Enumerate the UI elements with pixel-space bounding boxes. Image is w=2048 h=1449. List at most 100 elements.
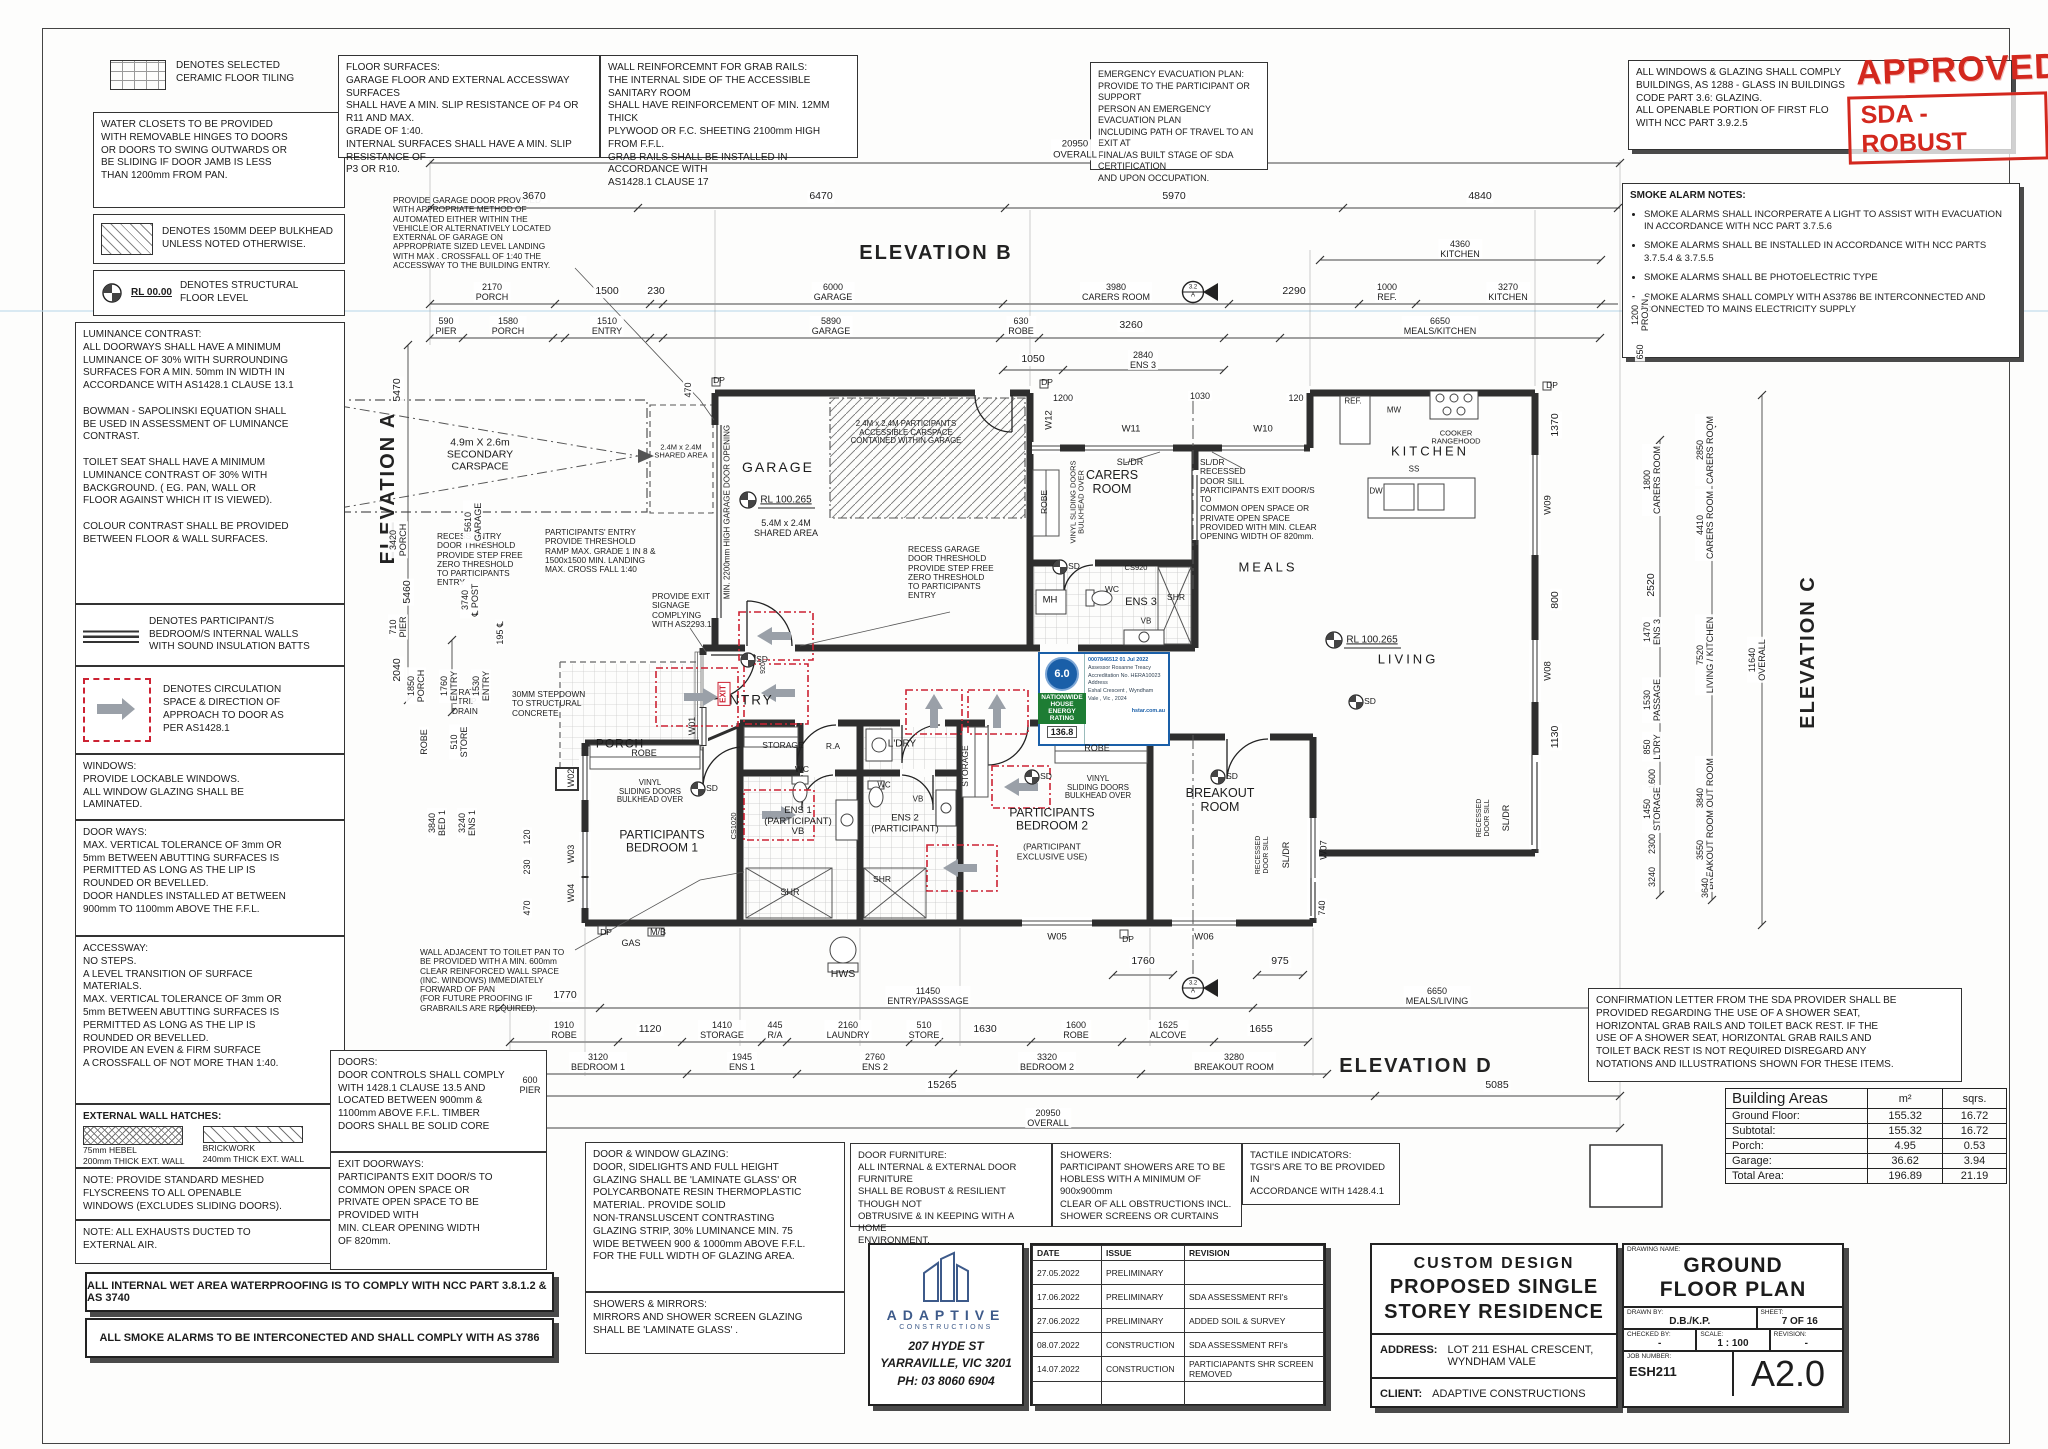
dim: 1050: [1019, 353, 1047, 366]
energy-value: 136.8: [1046, 725, 1078, 738]
dim: 3240 ENS 1: [456, 807, 478, 839]
fixture: VB: [1140, 616, 1152, 626]
dim: 5890 GARAGE: [809, 315, 853, 337]
legend-rl: RL 00.00 DENOTES STRUCTURAL FLOOR LEVEL: [93, 270, 345, 316]
revision-cell: [1184, 1381, 1324, 1406]
drawing-name-label: DRAWING NAME:: [1627, 1246, 1681, 1253]
drawing-name: GROUND FLOOR PLAN: [1659, 1254, 1807, 1302]
smoke-note-item: SMOKE ALARMS SHALL COMPLY WITH AS3786 BE…: [1644, 292, 2012, 317]
fixture: VB: [912, 794, 924, 804]
revision-cell: ADDED SOIL & SURVEY: [1184, 1308, 1324, 1333]
company-subname: CONSTRUCTIONS: [899, 1324, 993, 1331]
note-door-furniture: DOOR FURNITURE: ALL INTERNAL & EXTERNAL …: [850, 1143, 1052, 1246]
dim: 3120 BEDROOM 1: [568, 1051, 628, 1073]
window-label: W02: [565, 768, 576, 788]
dim: 2760 ENS 2: [859, 1051, 891, 1073]
checked-by: -: [1657, 1338, 1662, 1350]
fixture: REF.: [1344, 396, 1362, 406]
note-accessway: ACCESSWAY: NO STEPS. A LEVEL TRANSITION …: [75, 936, 345, 1104]
energy-address: Address Eshal Crescent , Wyndham Vale , …: [1088, 680, 1154, 703]
window-label: W06: [1194, 931, 1214, 943]
dim: ROBE: [418, 727, 430, 757]
dim: 195 ℄: [494, 619, 506, 647]
dim: 11640 OVERALL: [1746, 637, 1768, 683]
fixture: SHR: [780, 886, 800, 897]
fixture: ROBE: [1084, 742, 1110, 753]
section-marker-label: A: [1190, 988, 1196, 995]
smoke-note-item: SMOKE ALARMS SHALL INCORPERATE A LIGHT T…: [1644, 209, 2012, 234]
dim: 1200 PROJ'N: [1629, 296, 1651, 334]
fixture: MW: [1386, 405, 1402, 415]
dim: 3640: [1699, 875, 1711, 901]
fixture: RECESSED DOOR SILL: [1476, 798, 1491, 838]
dim: 1760: [1129, 955, 1157, 968]
dim: 1600 ROBE: [1061, 1019, 1091, 1041]
fixture: HWS: [830, 968, 856, 981]
dim: 3320 BEDROOM 2: [1017, 1051, 1077, 1073]
sheet-number: 7 OF 16: [1781, 1316, 1818, 1328]
room-bed1: PARTICIPANTS BEDROOM 1: [619, 827, 705, 855]
project-client: ADAPTIVE CONSTRUCTIONS: [1432, 1388, 1586, 1400]
exit-sign: EXIT: [717, 682, 731, 706]
note-tactile: TACTILE INDICATORS: TGSI'S ARE TO BE PRO…: [1242, 1143, 1400, 1205]
area-value: 0.53: [1941, 1138, 2008, 1154]
adaptive-logo-icon: [923, 1251, 969, 1302]
wall-hatches-title: EXTERNAL WALL HATCHES:: [83, 1111, 222, 1122]
room-bed2: PARTICIPANTS BEDROOM 2: [1009, 805, 1095, 833]
fixture: COOKER RANGEHOOD: [1431, 428, 1481, 446]
project-type: CUSTOM DESIGN: [1413, 1255, 1575, 1272]
note-exit-doorways: EXIT DOORWAYS: PARTICIPANTS EXIT DOOR/S …: [330, 1152, 547, 1270]
annotation: PROVIDE EXIT SIGNAGE COMPLYING WITH AS22…: [652, 591, 712, 629]
fixture: STORAGE: [960, 745, 971, 787]
dim: 3980 CARERS ROOM: [1079, 281, 1153, 303]
note-door-ways: DOOR WAYS: MAX. VERTICAL TOLERANCE OF 3m…: [75, 820, 345, 936]
fixture: MH: [1042, 594, 1058, 606]
legend-circulation-text: DENOTES CIRCULATION SPACE & DIRECTION OF…: [163, 684, 284, 734]
revision-cell: PARTICIAPANTS SHR SCREEN REMOVED: [1184, 1356, 1324, 1382]
revision-value: -: [1804, 1338, 1808, 1350]
dim: 1510 ENTRY: [589, 315, 625, 337]
note-door-window-glazing: DOOR & WINDOW GLAZING: DOOR, SIDELIGHTS …: [585, 1142, 845, 1292]
annotation: 30MM STEPDOWN TO STRUCTURAL CONCRETE: [512, 689, 586, 718]
dim: 5970: [1160, 190, 1188, 203]
brick-caption: BRICKWORK 240mm THICK EXT. WALL: [202, 1142, 305, 1164]
annotation: RECESS ENTRY DOOR THRESHOLD PROVIDE STEP…: [437, 531, 523, 588]
job-number-label: JOB NUMBER:: [1627, 1353, 1672, 1361]
legend-bulkhead: DENOTES 150MM DEEP BULKHEAD UNLESS NOTED…: [93, 214, 345, 264]
dim: 1000 REF.: [1374, 281, 1400, 303]
dim: 6650 MEALS/LIVING: [1403, 985, 1471, 1007]
dim: 510 STORE: [906, 1019, 942, 1041]
legend-participant-walls: DENOTES PARTICIPANT/S BEDROOM/S INTERNAL…: [75, 604, 345, 666]
dim: 1910 ROBE: [549, 1019, 579, 1041]
checked-by-label: CHECKED BY:: [1627, 1331, 1671, 1339]
dim: 1530 PASSAGE: [1641, 676, 1663, 724]
smoke-note-item: SMOKE ALARMS SHALL BE PHOTOELECTRIC TYPE: [1644, 272, 2012, 284]
brick-hatch-icon: [202, 1125, 303, 1143]
dim: 975: [1269, 955, 1291, 968]
banner-waterproofing: ALL INTERNAL WET AREA WATERPROOFING IS T…: [85, 1272, 554, 1312]
annotation: SL/DR RECESSED DOOR SILL PARTICIPANTS EX…: [1200, 457, 1317, 542]
energy-cert-number: 0007846512 01 Jul 2022: [1088, 657, 1149, 663]
note-showers-mirrors: SHOWERS & MIRRORS: MIRRORS AND SHOWER SC…: [585, 1292, 845, 1354]
dim: 4410 CARERS ROOM: [1694, 488, 1716, 562]
sd-label: SD: [756, 654, 768, 665]
fixture: M/B: [649, 926, 667, 937]
fixture: SL/DR: [1280, 841, 1291, 869]
nathers-stamp: 6.0 NATIONWIDE HOUSE ENERGY RATING 136.8…: [1038, 652, 1170, 746]
scale-label: SCALE:: [1700, 1331, 1724, 1339]
room-kitchen: KITCHEN: [1390, 443, 1470, 459]
revision-cell: CONSTRUCTION: [1101, 1356, 1185, 1382]
note-wall-reinforcement: WALL REINFORCEMNT FOR GRAB RAILS: THE IN…: [600, 55, 858, 188]
drawing-border: [42, 28, 2010, 1444]
dim: 4840: [1466, 190, 1494, 203]
hebel-caption: 75mm HEBEL 200mm THICK EXT. WALL: [83, 1144, 185, 1166]
dim: 630 ROBE: [1006, 315, 1036, 337]
note: MIN. 2200mm HIGH GARAGE DOOR OPENING: [722, 424, 732, 600]
room-ens3: ENS 3: [1125, 595, 1157, 608]
note: 5.4M x 2.4M SHARED AREA: [753, 517, 819, 538]
window-label: W10: [1253, 423, 1273, 435]
bulkhead-hatch-icon: [101, 223, 153, 255]
